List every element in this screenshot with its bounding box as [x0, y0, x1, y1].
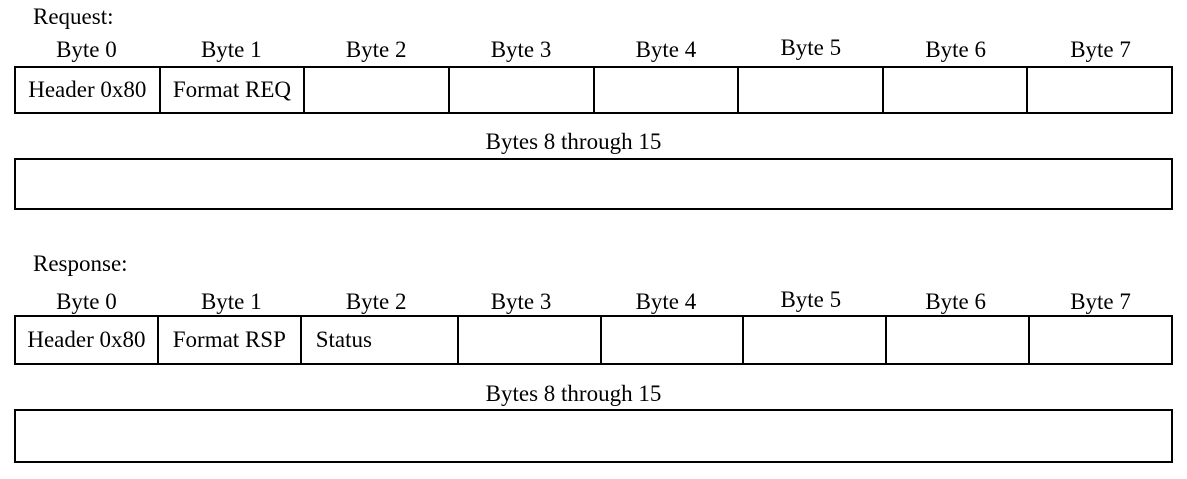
response-byte-header-2: Byte 2	[345, 289, 407, 314]
response-byte-header-7: Byte 7	[1070, 289, 1131, 314]
response-cell-byte2: Status	[302, 317, 459, 363]
response-byte-header-4: Byte 4	[635, 289, 697, 314]
request-bytes8-15-label: Bytes 8 through 15	[485, 129, 662, 154]
request-cell-byte0: Header 0x80	[16, 68, 161, 112]
request-cell-byte7	[1028, 68, 1171, 112]
request-label: Request:	[33, 4, 114, 29]
request-byte-header-5: Byte 5	[780, 35, 842, 60]
response-cell-byte1: Format RSP	[159, 317, 302, 363]
request-byte-headers: Byte 0 Byte 1 Byte 2 Byte 3 Byte 4 Byte …	[14, 35, 1173, 62]
request-cell-byte4	[595, 68, 740, 112]
response-cell-byte5	[744, 317, 888, 363]
response-byte-row: Header 0x80 Format RSP Status	[14, 315, 1173, 365]
request-byte-header-4: Byte 4	[635, 37, 697, 62]
response-cell-byte0: Header 0x80	[16, 317, 159, 363]
request-byte-header-6: Byte 6	[925, 37, 987, 62]
response-cell-byte4	[602, 317, 745, 363]
request-cell-byte5	[739, 68, 884, 112]
response-byte-header-5: Byte 5	[780, 287, 842, 312]
response-cell-byte3	[459, 317, 602, 363]
request-cell-byte6	[884, 68, 1029, 112]
request-cell-byte3	[450, 68, 595, 112]
request-cell-byte2	[305, 68, 450, 112]
response-bytes8-15-label: Bytes 8 through 15	[485, 381, 662, 406]
request-byte-header-3: Byte 3	[490, 37, 552, 62]
response-bytes8-15-row	[14, 409, 1173, 463]
response-byte-header-1: Byte 1	[200, 289, 262, 314]
request-byte-header-1: Byte 1	[200, 37, 262, 62]
response-byte-headers: Byte 0 Byte 1 Byte 2 Byte 3 Byte 4 Byte …	[14, 287, 1173, 314]
request-byte-header-2: Byte 2	[345, 37, 407, 62]
response-label: Response:	[33, 251, 128, 276]
response-byte-header-3: Byte 3	[490, 289, 552, 314]
response-cell-byte7	[1030, 317, 1171, 363]
request-cell-byte1: Format REQ	[161, 68, 306, 112]
request-byte-row: Header 0x80 Format REQ	[14, 66, 1173, 114]
response-cell-byte6	[887, 317, 1031, 363]
response-byte-header-6: Byte 6	[925, 289, 987, 314]
request-byte-header-0: Byte 0	[56, 37, 117, 62]
request-bytes8-15-row	[14, 158, 1173, 210]
response-byte-header-0: Byte 0	[56, 289, 117, 314]
request-byte-header-7: Byte 7	[1070, 37, 1131, 62]
